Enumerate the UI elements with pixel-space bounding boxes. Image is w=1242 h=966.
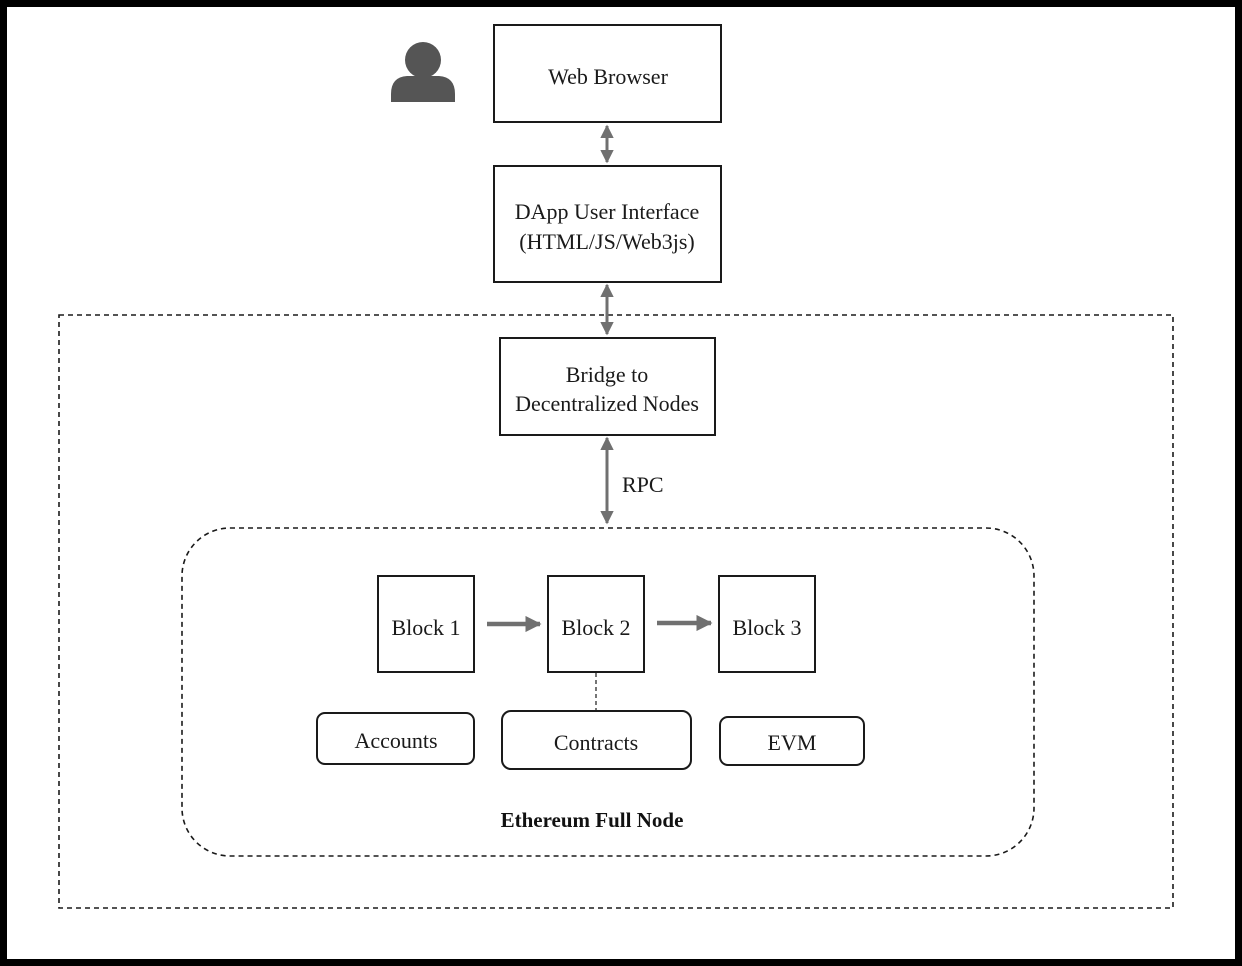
bridge-box [499, 337, 716, 436]
contracts-box [501, 710, 692, 770]
dapp-ui-box [493, 165, 722, 283]
block-3-label: Block 3 [732, 615, 801, 640]
dapp-ui-label-line2: (HTML/JS/Web3js) [519, 229, 694, 254]
block-3-box [718, 575, 816, 673]
bridge-label-line1: Bridge to [566, 362, 649, 387]
evm-label: EVM [768, 730, 817, 755]
web-browser-box [493, 24, 722, 123]
web-browser-label: Web Browser [548, 64, 668, 89]
accounts-label: Accounts [354, 728, 437, 753]
full-node-group [181, 527, 1035, 857]
decentralized-region [58, 314, 1174, 909]
evm-box [719, 716, 865, 766]
dapp-ui-label-line1: DApp User Interface [515, 199, 699, 224]
full-node-label: Ethereum Full Node [501, 808, 684, 832]
accounts-box [316, 712, 475, 765]
block-1-box [377, 575, 475, 673]
block-2-label: Block 2 [561, 615, 630, 640]
contracts-label: Contracts [554, 730, 638, 755]
bridge-label-line2: Decentralized Nodes [515, 391, 699, 416]
block-2-box [547, 575, 645, 673]
user-icon [391, 42, 455, 102]
block-1-label: Block 1 [391, 615, 460, 640]
rpc-label: RPC [622, 472, 664, 497]
